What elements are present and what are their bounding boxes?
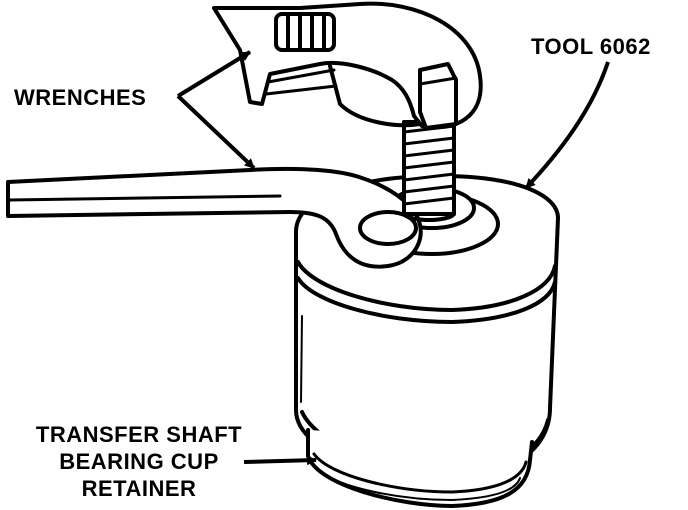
bearing-cup-retainer <box>300 410 550 508</box>
threaded-forcing-screw <box>402 120 456 222</box>
adjustable-wrench <box>212 1 483 130</box>
arrow-retainer <box>243 455 317 466</box>
label-retainer-line-2: BEARING CUP <box>59 449 219 474</box>
box-end-wrench <box>6 166 423 269</box>
label-retainer-line-1: TRANSFER SHAFT <box>35 422 243 447</box>
arrow-wrenches-lower <box>176 94 256 170</box>
arrow-tool-6062 <box>524 61 610 190</box>
label-bearing-cup-retainer: TRANSFER SHAFT BEARING CUP RETAINER <box>14 421 264 502</box>
label-wrenches: WRENCHES <box>14 85 147 110</box>
arrow-wrenches-upper <box>176 50 252 98</box>
label-tool-6062: TOOL 6062 <box>531 34 651 59</box>
adjuster-worm <box>274 12 336 52</box>
label-retainer-line-3: RETAINER <box>81 476 197 501</box>
leader-arrows <box>176 50 610 466</box>
